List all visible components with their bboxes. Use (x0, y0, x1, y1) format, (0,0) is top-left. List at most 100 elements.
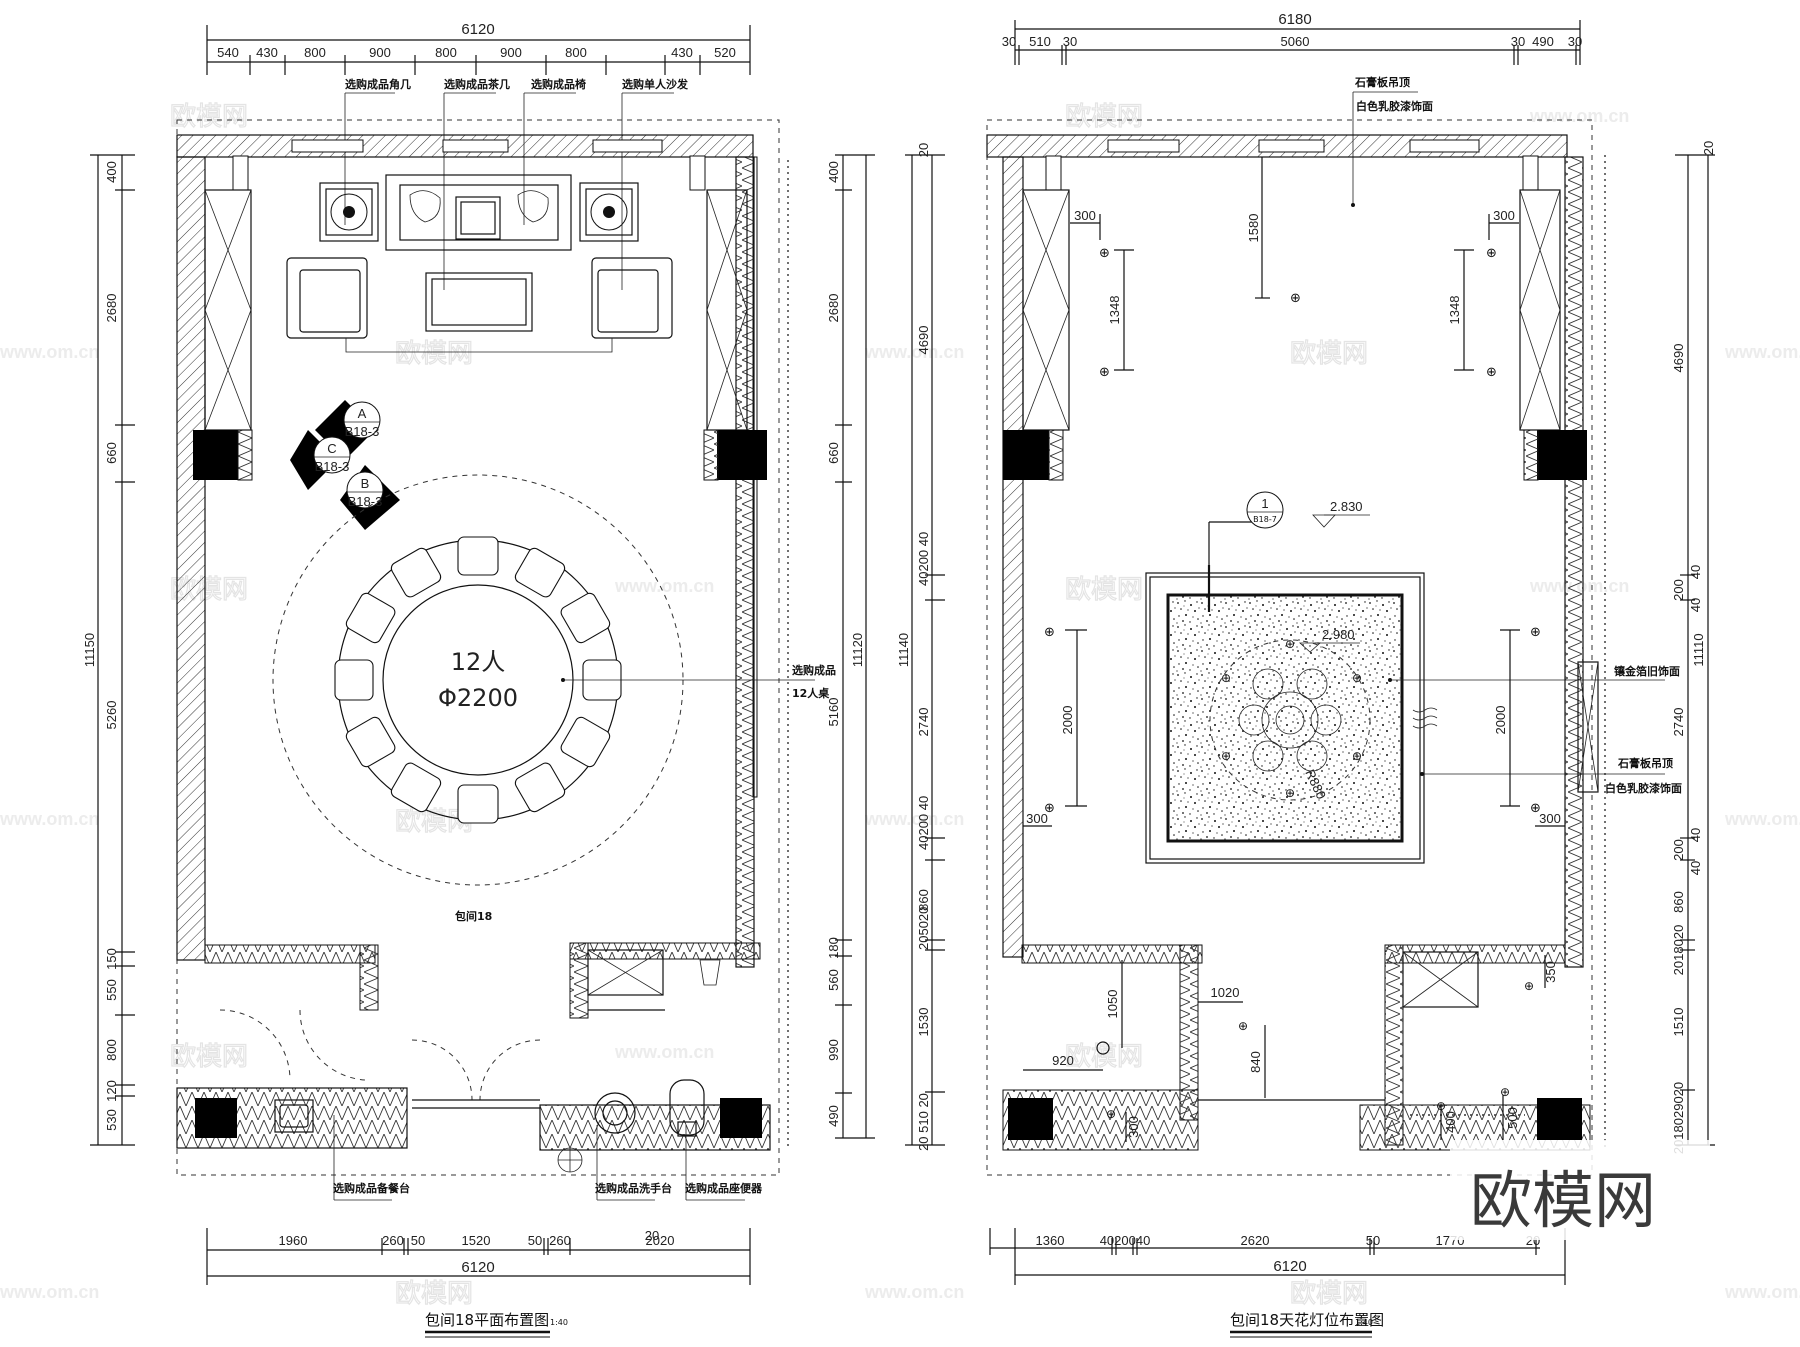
ceiling-notes-top: 石膏板吊顶 白色乳胶漆饰面 (1351, 75, 1433, 207)
floor-plan-left: 6120 540 430 800 900 800 900 800 430 520… (82, 21, 875, 1338)
dim-overall-height: 11150 (82, 633, 97, 667)
bottom-dimension-chain: 1960 260 50 1520 50 260 2020 20 6120 (206, 1228, 751, 1285)
ceiling-lights-top: ⊕ ⊕ ⊕ ⊕ ⊕ (1099, 246, 1497, 380)
watermark-url: www.om.cn (1529, 106, 1629, 126)
top-dimension-chain: 6120 540 430 800 900 800 900 800 430 520 (206, 21, 751, 75)
dim-offset: 300 (1539, 811, 1561, 826)
recess-level: 2.980 (1322, 627, 1355, 642)
dim-overall-width-bottom: 6120 (461, 1259, 494, 1276)
right-dimension-chain: 20 4690 200 40 40 2740 200 40 40 860 201… (1671, 141, 1716, 1154)
watermark-brand: 欧模网 (1065, 575, 1143, 605)
dim-segment: 490 (1532, 34, 1554, 49)
downlight-icon: ⊕ (1500, 1085, 1510, 1099)
dining-table: 12人 Φ2200 选购成品 12人桌 (272, 160, 836, 1150)
dim-segment: 4020040 (1100, 1233, 1151, 1248)
dim-overall-width-bottom: 6120 (1273, 1258, 1306, 1275)
watermark-url: www.om.cn (1724, 342, 1800, 362)
dim-segment: 50 (411, 1233, 425, 1248)
dim-segment: 2018020 (1671, 925, 1686, 976)
note-gypsum-ceiling: 石膏板吊顶 (1354, 75, 1410, 89)
watermark-brand: 欧模网 (1290, 339, 1368, 369)
watermark-brand: 欧模网 (170, 1042, 248, 1072)
dim-overall-height: 11140 (896, 633, 911, 667)
dim-segment: 4690 (916, 326, 931, 355)
dim-overall-width: 6120 (461, 21, 494, 38)
ceiling-plan-right: 6180 30 510 30 5060 30 490 30 石膏板吊顶 白色乳胶… (896, 11, 1716, 1338)
downlight-icon: ⊕ (1106, 1107, 1116, 1121)
dim-segment: 40 (1688, 861, 1703, 875)
watermark-url: www.om.cn (864, 1282, 964, 1302)
dining-chairs (334, 536, 622, 824)
drawing-title: 包间18天花灯位布置图 (1230, 1311, 1384, 1329)
note-single-sofa: 选购单人沙发 (622, 77, 689, 91)
dim-segment: 900 (500, 45, 522, 60)
dim-offset: 300 (1026, 811, 1048, 826)
watermark-url: www.om.cn (1724, 1282, 1800, 1302)
dim-segment: 50 (528, 1233, 542, 1248)
dim-segment: 560 (826, 969, 841, 991)
watermark-brand: 欧模网 (395, 339, 473, 369)
dim-wc: 300 (1126, 1116, 1141, 1138)
chandelier-icon (1238, 668, 1342, 772)
callout-A-id: A (358, 406, 367, 421)
downlight-icon: ⊕ (1530, 801, 1541, 816)
watermark-brand: 欧模网 (170, 102, 248, 132)
dim-offset: 300 (1493, 208, 1515, 223)
ceiling-notes-side: 镶金箔旧饰面 石膏板吊顶 白色乳胶漆饰面 (1388, 664, 1682, 795)
dim-segment: 530 (104, 1109, 119, 1131)
dim-segment: 1510 (1671, 1008, 1686, 1037)
dim-segment: 800 (104, 1039, 119, 1061)
section-marker-ref: B18-7 (1253, 515, 1277, 524)
dim-segment: 490 (826, 1105, 841, 1127)
drawing-title-left: 包间18平面布置图 1:40 (425, 1311, 568, 1338)
dim-segment: 860 (1671, 891, 1686, 913)
downlight-icon: ⊕ (1486, 246, 1497, 261)
note-sofa: 选购成品椅 (531, 77, 586, 91)
watermark-url: www.om.cn (0, 809, 99, 829)
dim-light-spacing: 2000 (1493, 706, 1508, 735)
note-coffee-table: 选购成品茶几 (444, 77, 510, 91)
downlight-icon: ⊕ (1044, 801, 1055, 816)
dim-segment: 2680 (104, 294, 119, 323)
dim-segment: 510 (1029, 34, 1051, 49)
dim-segment: 180 (826, 937, 841, 959)
ceiling-dims-top: 300 300 1348 1348 1580 (1070, 157, 1519, 371)
note-corner-table: 选购成品角几 (345, 77, 411, 91)
dim-segment: 260 (382, 1233, 404, 1248)
callout-C-ref: B18-3 (315, 459, 350, 474)
drawing-scale: 1:40 (550, 1318, 568, 1327)
watermark-url: www.om.cn (1724, 809, 1800, 829)
dim-segment: 860 (916, 889, 931, 911)
downlight-icon: ⊕ (1486, 365, 1497, 380)
downlight-icon: ⊕ (1285, 637, 1295, 651)
section-marker-number: 1 (1261, 496, 1268, 511)
dim-segment: 400 (826, 161, 841, 183)
dim-segment: 900 (369, 45, 391, 60)
dim-segment: 5160 (826, 698, 841, 727)
furniture-notes-bottom: 选购成品备餐台 选购成品洗手台 选购成品座便器 (333, 1115, 763, 1201)
dim-segment: 990 (826, 1039, 841, 1061)
dim-segment: 4690 (1671, 344, 1686, 373)
ceiling-lights-mid: ⊕ ⊕ ⊕ ⊕ (1044, 625, 1541, 816)
dim-light-spacing: 2000 (1060, 706, 1075, 735)
dim-segment: 1530 (916, 1008, 931, 1037)
dim-segment: 40 (1688, 565, 1703, 579)
dim-segment: 1960 (279, 1233, 308, 1248)
site-boundary (176, 119, 780, 1176)
callout-B-id: B (361, 476, 370, 491)
dim-segment: 2740 (1671, 708, 1686, 737)
dim-segment: 5260 (104, 701, 119, 730)
downlight-icon: ⊕ (1290, 291, 1301, 306)
note-toilet: 选购成品座便器 (685, 1181, 763, 1195)
right-dimension-chain: 400 2680 660 5160 180 560 990 490 11120 (826, 154, 875, 1139)
dim-segment: 800 (435, 45, 457, 60)
downlight-icon: ⊕ (1352, 671, 1362, 685)
dim-corridor: 1020 (1211, 985, 1240, 1000)
note-dining-table-1: 选购成品 (792, 663, 836, 677)
dim-segment: 430 (256, 45, 278, 60)
section-callouts: A B18-3 C B18-3 B B18-3 (290, 400, 400, 530)
note-white-latex: 白色乳胶漆饰面 (1356, 99, 1433, 113)
dim-segment: 205020 (916, 907, 931, 950)
note-white-latex-side: 白色乳胶漆饰面 (1605, 781, 1682, 795)
